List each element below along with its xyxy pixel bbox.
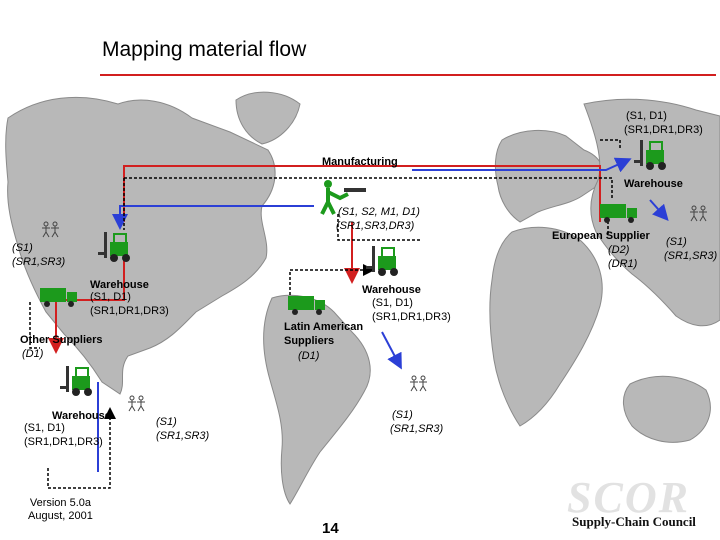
flow-dashed-na-loop — [123, 177, 613, 230]
warehouse-sa-processes: (S1, D1) — [372, 297, 413, 309]
warehouse-ne-processes: (S1, D1) — [626, 110, 667, 122]
manufacturing-processes: (S1, S2, M1, D1) — [338, 206, 420, 218]
flow-dashed-west — [29, 302, 40, 349]
flow-dashed-ne — [600, 139, 621, 150]
land-australia — [623, 375, 711, 443]
land-north-america — [5, 96, 276, 395]
warehouse-sa-label: Warehouse — [362, 284, 421, 296]
warehouse-sw-codes: (SR1,DR1,DR3) — [24, 436, 103, 448]
latin-american-suppliers-label-line2: Suppliers — [284, 335, 335, 347]
warehouse-ne-label: Warehouse — [624, 178, 683, 190]
latin-american-suppliers-label-line1: Latin American — [284, 321, 364, 333]
warehouse-west-codes: (SR1,DR1,DR3) — [90, 305, 169, 317]
warehouse-west-processes: (S1, D1) — [90, 291, 131, 303]
customer-west-processes: (S1) — [12, 242, 33, 254]
land-asia — [583, 98, 720, 327]
flow-blue-eu — [649, 199, 669, 221]
customer-sw-processes: (S1) — [156, 416, 177, 428]
land-greenland — [235, 91, 301, 145]
customer-sw-codes: (SR1,SR3) — [156, 430, 210, 442]
land-africa — [489, 226, 603, 427]
warehouse-sw-processes: (S1, D1) — [24, 422, 65, 434]
warehouse-sa-codes: (SR1,DR1,DR3) — [372, 311, 451, 323]
title-underline — [100, 74, 716, 76]
scor-logo-mark: SCOR — [567, 473, 690, 522]
land-south-america — [263, 294, 371, 505]
land-europe — [494, 129, 604, 223]
forklift-icon — [365, 245, 399, 277]
european-supplier-label: European Supplier — [552, 230, 650, 242]
page-number: 14 — [322, 520, 339, 537]
warehouse-west-label: Warehouse — [90, 279, 149, 291]
customer-sa-codes: (SR1,SR3) — [390, 423, 444, 435]
customer-figure-icon — [127, 395, 146, 412]
flow-blue-manufacturing-west — [112, 205, 314, 230]
flow-dashed-latin — [289, 264, 375, 300]
flow-red-west — [48, 246, 125, 354]
latin-american-suppliers-processes: (D1) — [298, 350, 320, 362]
version-date: August, 2001 — [28, 510, 93, 522]
customer-east-codes: (SR1,SR3) — [664, 250, 718, 262]
other-suppliers-processes: (D1) — [22, 348, 44, 360]
slide-title: Mapping material flow — [102, 38, 307, 61]
flow-blue-manufacturing-warehouse-ne — [412, 157, 632, 173]
customer-east-processes: (S1) — [666, 236, 687, 248]
manufacturing-worker-icon — [320, 180, 366, 215]
flow-dashed-sw — [47, 407, 116, 489]
version-info: Version 5.0a August, 2001 — [28, 497, 93, 523]
customer-sa-processes: (S1) — [392, 409, 413, 421]
flow-blue-sa — [381, 331, 402, 370]
manufacturing-label: Manufacturing — [322, 156, 398, 168]
customer-figure-icon — [409, 375, 428, 392]
customer-west-codes: (SR1,SR3) — [12, 256, 66, 268]
other-suppliers-label: Other Suppliers — [20, 334, 103, 346]
manufacturing-codes: (SR1,SR3,DR3) — [336, 220, 415, 232]
flow-dashed-manufacturing — [337, 214, 420, 241]
forklift-icon — [59, 365, 93, 397]
warehouse-ne-codes: (SR1,DR1,DR3) — [624, 124, 703, 136]
version-line: Version 5.0a — [29, 497, 91, 509]
european-supplier-processes: (D2) — [608, 244, 630, 256]
warehouse-sw-label: Warehouse — [52, 410, 111, 422]
european-supplier-codes: (DR1) — [608, 258, 638, 270]
supply-chain-council-logo: Supply-Chain Council — [572, 514, 696, 529]
